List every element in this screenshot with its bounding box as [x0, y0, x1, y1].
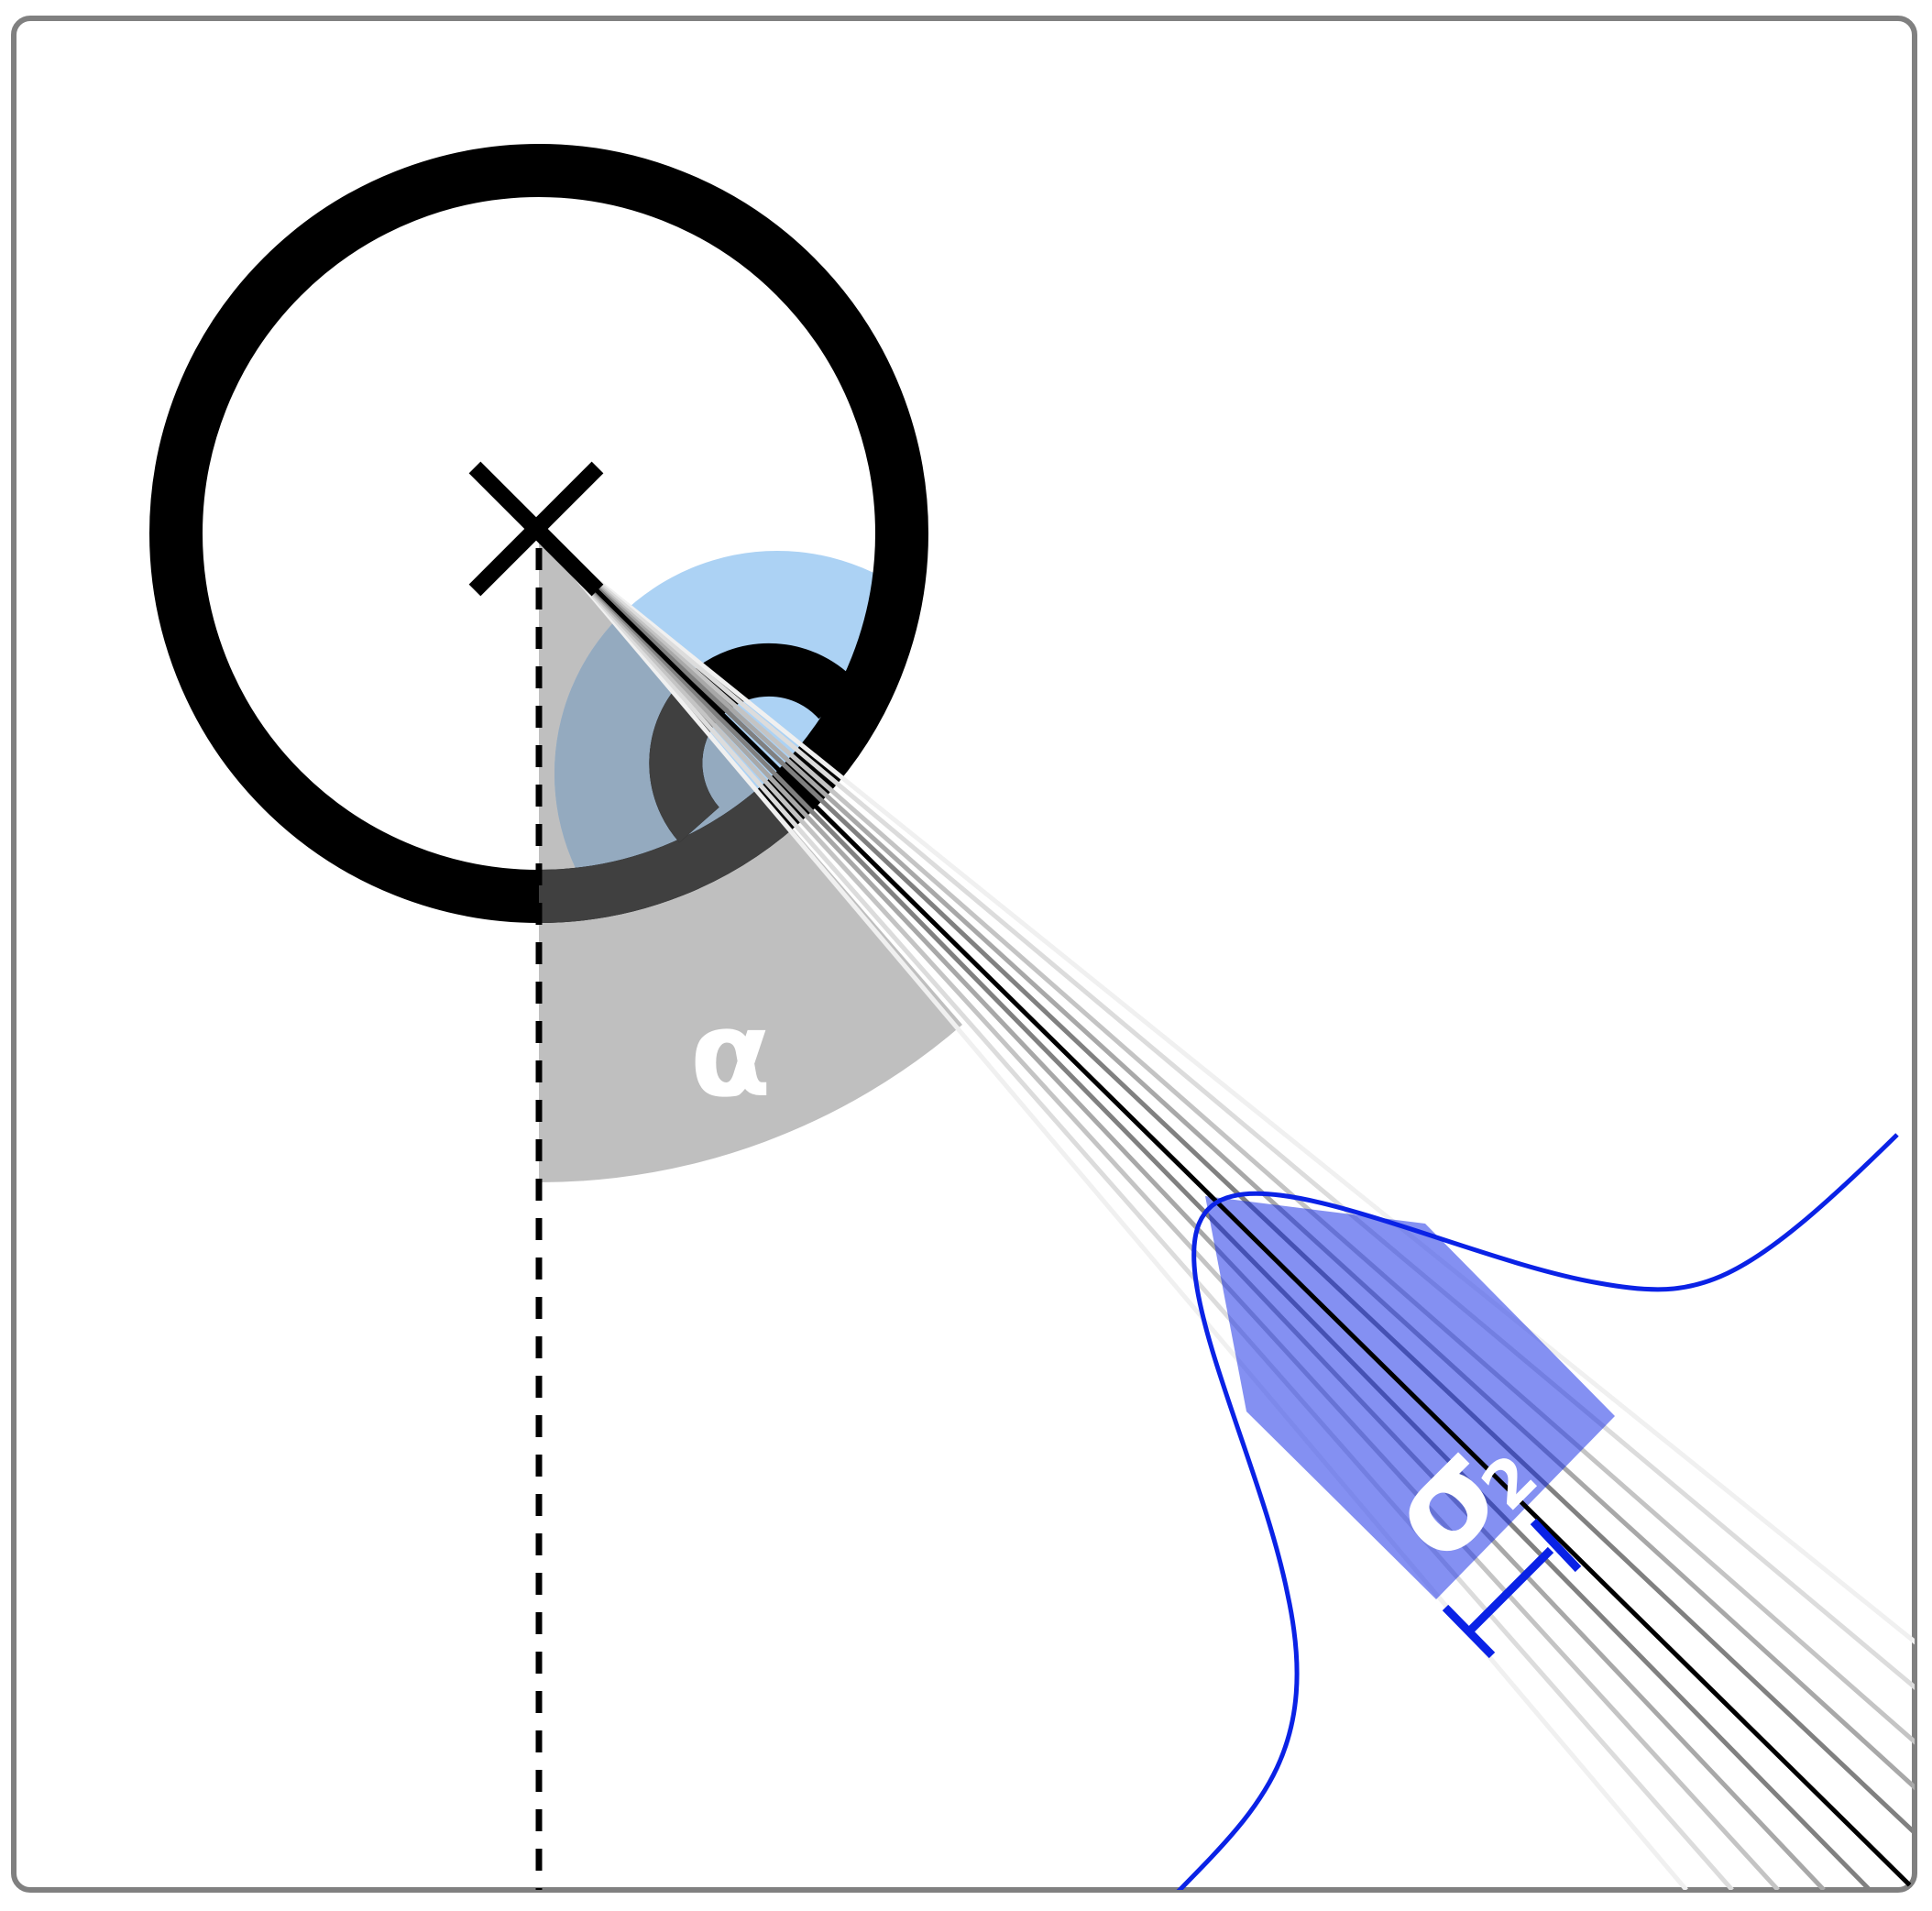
fan-ray: [537, 532, 1915, 1752]
fan-ray: [537, 532, 1915, 1652]
ray-fan: [537, 532, 1915, 1890]
fan-ray: [537, 532, 1734, 1890]
fan-ray: [537, 532, 1915, 1844]
center-marker: [468, 461, 604, 597]
fan-ray: [537, 532, 1780, 1890]
fan-ray: [537, 532, 1915, 1697]
angle-label: α: [689, 984, 771, 1124]
fan-ray: [537, 532, 1688, 1890]
sigma-bracket: [1442, 1518, 1582, 1659]
distribution-fill: [1205, 1196, 1615, 1599]
fan-ray: [537, 532, 1826, 1890]
main-ray: [537, 532, 1915, 1890]
fan-ray: [537, 532, 1915, 1798]
distribution-curve: [1151, 1133, 1899, 1890]
